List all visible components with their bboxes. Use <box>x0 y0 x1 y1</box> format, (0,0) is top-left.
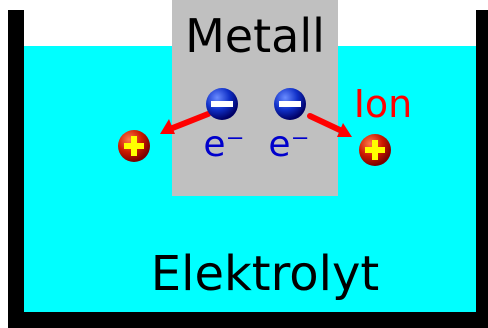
electron-left-label: e⁻ <box>203 124 244 165</box>
ion-label: Ion <box>354 82 413 126</box>
electron-left <box>206 88 238 120</box>
minus-sign <box>211 101 233 107</box>
minus-sign <box>279 101 301 107</box>
ion-right <box>359 134 391 166</box>
electron-right <box>274 88 306 120</box>
arrow-icon <box>307 113 352 137</box>
arrow-icon <box>160 111 211 134</box>
vessel-left-wall <box>8 10 24 328</box>
vessel-right-wall <box>476 10 488 328</box>
electrolyte-label: Elektrolyt <box>151 246 379 302</box>
electron-right-label: e⁻ <box>268 124 309 165</box>
ion-left <box>118 130 150 162</box>
vessel-bottom <box>8 312 488 328</box>
metal-label: Metall <box>185 9 325 63</box>
metal-electrode <box>172 0 338 196</box>
